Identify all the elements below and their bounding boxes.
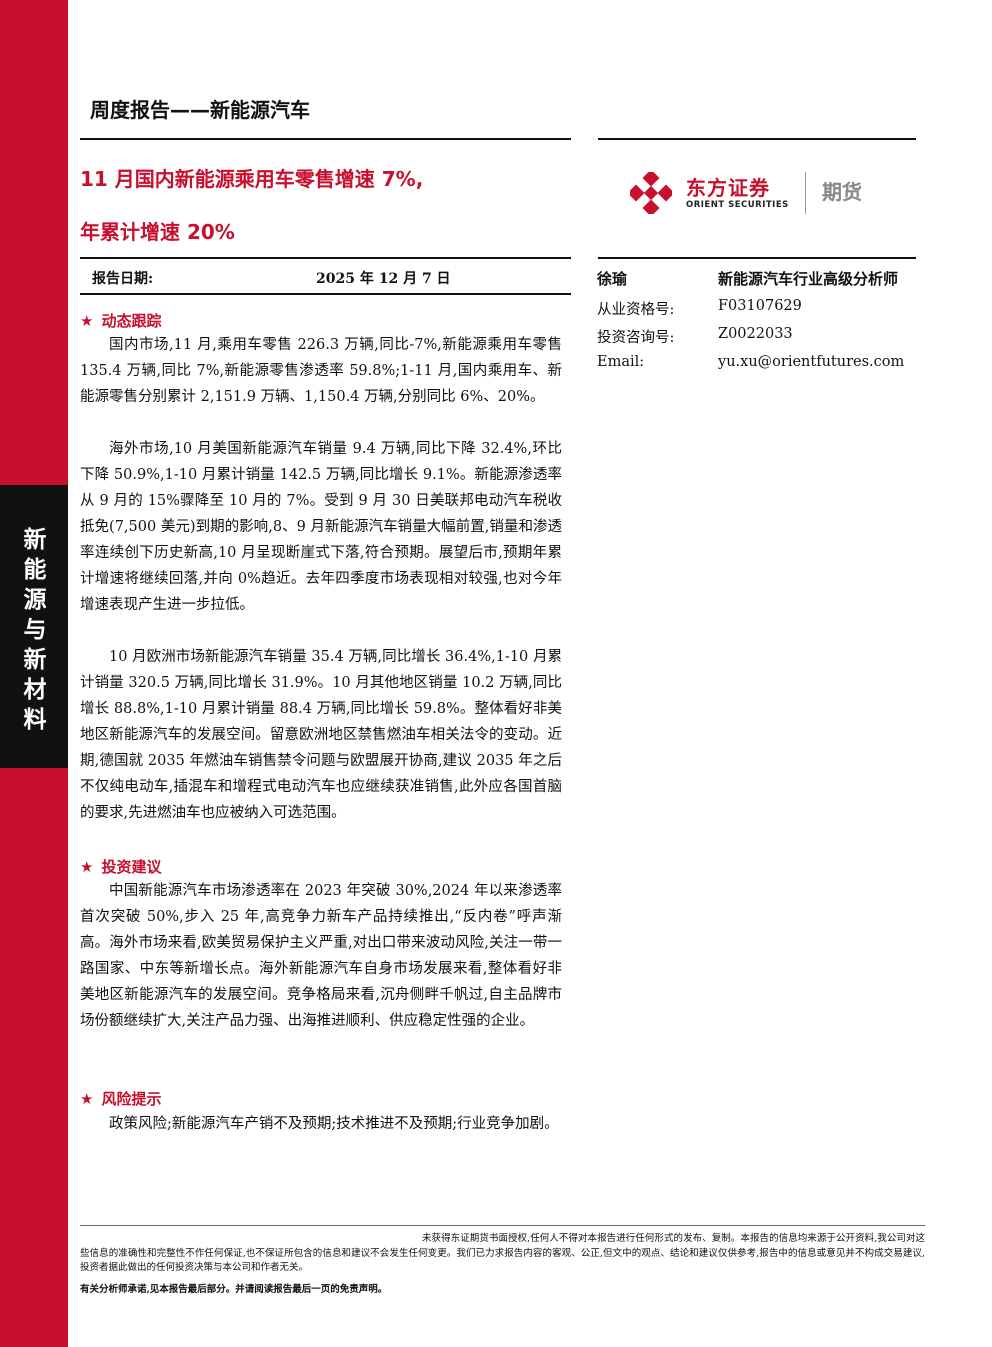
category-char: 与	[23, 617, 47, 643]
header-rule-left	[80, 138, 571, 140]
date-rule-top	[80, 257, 571, 259]
category-char: 料	[23, 707, 47, 733]
date-rule-bottom	[80, 293, 571, 295]
analyst-name: 徐瑜	[597, 270, 628, 288]
paragraph: 海外市场,10 月美国新能源汽车销量 9.4 万辆,同比下降 32.4%,环比下…	[80, 441, 562, 613]
doc-type-heading: 周度报告——新能源汽车	[90, 98, 310, 122]
category-vertical-label: 新 能 源 与 新 材 料	[18, 525, 52, 735]
logo-name-en: ORIENT SECURITIES	[686, 200, 789, 210]
report-title-line2: 年累计增速 20%	[80, 220, 235, 244]
logo-name-cn: 东方证券	[686, 176, 770, 200]
paragraph: 中国新能源汽车市场渗透率在 2023 年突破 30%,2024 年以来渗透率首次…	[80, 883, 562, 1029]
category-char: 源	[23, 587, 47, 613]
qualification-label: 从业资格号:	[597, 302, 675, 318]
category-char: 能	[23, 557, 47, 583]
analyst-rule-top	[598, 257, 916, 259]
email-link[interactable]: yu.xu@orientfutures.com	[718, 354, 905, 370]
paragraph: 国内市场,11 月,乘用车零售 226.3 万辆,同比-7%,新能源乘用车零售 …	[80, 337, 562, 405]
section-heading-dynamics: ★动态跟踪	[80, 312, 162, 330]
orient-logo-icon	[630, 172, 672, 214]
paragraph: 10 月欧洲市场新能源汽车销量 35.4 万辆,同比增长 36.4%,1-10 …	[80, 649, 562, 821]
analyst-title: 新能源汽车行业高级分析师	[718, 270, 899, 288]
email-label: Email:	[597, 354, 645, 370]
report-title-line1: 11 月国内新能源乘用车零售增速 7%,	[80, 167, 424, 191]
star-icon: ★	[80, 858, 94, 876]
logo-divider	[805, 172, 806, 214]
section-heading-risk: ★风险提示	[80, 1090, 162, 1108]
star-icon: ★	[80, 312, 94, 330]
consulting-label: 投资咨询号:	[597, 330, 675, 346]
logo-suffix: 期货	[822, 180, 862, 204]
category-char: 材	[23, 677, 47, 703]
section-heading-investment: ★投资建议	[80, 858, 162, 876]
company-logo: 东方证券 ORIENT SECURITIES 期货	[630, 168, 880, 218]
disclaimer-text: 未获得东证期货书面授权,任何人不得对本报告进行任何形式的发布、复制。本报告的信息…	[80, 1233, 925, 1273]
report-date-value: 2025 年 12 月 7 日	[316, 271, 451, 287]
category-tab	[0, 485, 68, 768]
consulting-value: Z0022033	[718, 326, 793, 342]
report-date-label: 报告日期:	[92, 271, 154, 287]
star-icon: ★	[80, 1090, 94, 1108]
category-char: 新	[23, 527, 47, 553]
qualification-value: F03107629	[718, 298, 802, 314]
footer-rule	[80, 1225, 925, 1226]
category-char: 新	[23, 647, 47, 673]
analyst-commitment-notice: 有关分析师承诺,见本报告最后部分。并请阅读报告最后一页的免责声明。	[80, 1284, 388, 1295]
paragraph: 政策风险;新能源汽车产销不及预期;技术推进不及预期;行业竞争加剧。	[109, 1116, 559, 1132]
header-rule-right	[598, 138, 916, 140]
